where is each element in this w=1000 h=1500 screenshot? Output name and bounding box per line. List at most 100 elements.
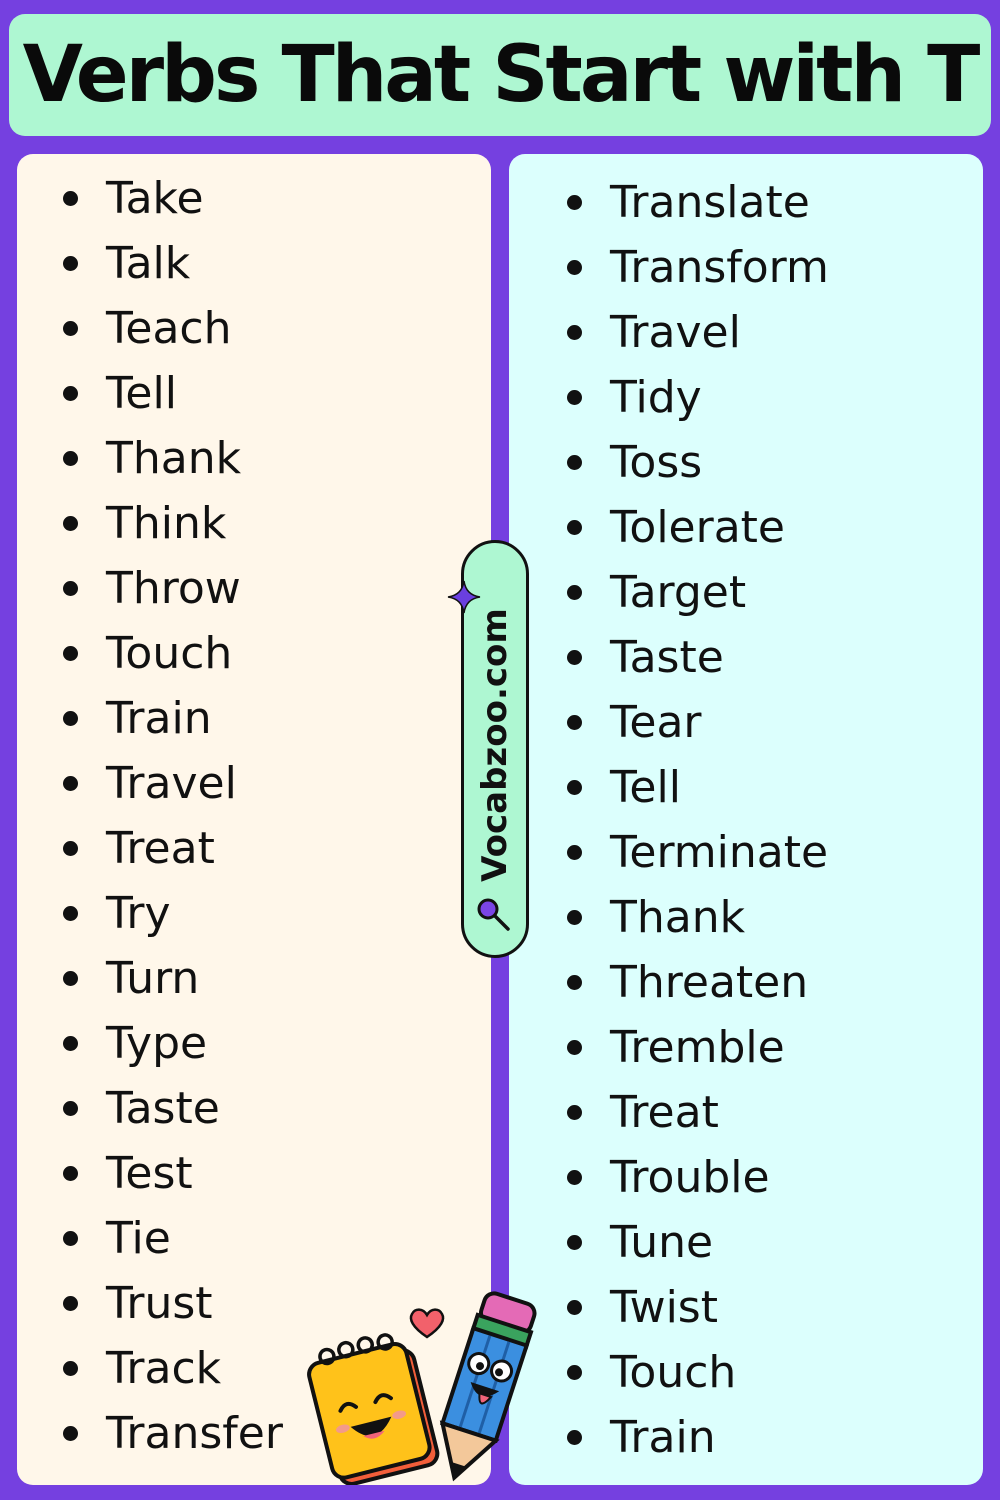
word-label: Turn (106, 953, 200, 1004)
bullet-icon (63, 646, 78, 661)
bullet-icon (567, 1430, 582, 1445)
word-label: Tear (610, 697, 702, 748)
list-item: Tolerate (567, 495, 829, 560)
word-label: Train (106, 693, 212, 744)
word-label: Talk (106, 238, 191, 289)
bullet-icon (63, 1036, 78, 1051)
bullet-icon (63, 1101, 78, 1116)
list-item: Thank (63, 426, 283, 491)
word-label: Tolerate (610, 502, 785, 553)
word-label: Target (610, 567, 747, 618)
word-label: Travel (610, 307, 741, 358)
title-banner: Verbs That Start with T (9, 14, 991, 136)
list-item: Travel (567, 300, 829, 365)
bullet-icon (567, 780, 582, 795)
bullet-icon (63, 321, 78, 336)
word-label: Track (106, 1343, 222, 1394)
bullet-icon (63, 256, 78, 271)
list-item: Throw (63, 556, 283, 621)
left-word-panel (17, 154, 491, 1485)
list-item: Taste (567, 625, 829, 690)
word-label: Transform (610, 242, 829, 293)
page-title: Verbs That Start with T (22, 30, 981, 120)
pencil-mascot-icon (439, 1291, 537, 1482)
word-label: Thank (610, 892, 746, 943)
bullet-icon (567, 975, 582, 990)
bullet-icon (567, 845, 582, 860)
word-label: Test (106, 1148, 193, 1199)
list-item: Taste (63, 1076, 283, 1141)
list-item: Transfer (63, 1401, 283, 1466)
word-label: Thank (106, 433, 242, 484)
word-label: Twist (610, 1282, 718, 1333)
list-item: Thank (567, 885, 829, 950)
bullet-icon (567, 1105, 582, 1120)
list-item: Teach (63, 296, 283, 361)
word-label: Think (106, 498, 227, 549)
list-item: Travel (63, 751, 283, 816)
bullet-icon (567, 195, 582, 210)
list-item: Target (567, 560, 829, 625)
bullet-icon (567, 260, 582, 275)
list-item: Trust (63, 1271, 283, 1336)
word-label: Treat (610, 1087, 719, 1138)
word-label: Try (106, 888, 171, 939)
bullet-icon (567, 1040, 582, 1055)
bullet-icon (63, 841, 78, 856)
list-item: Think (63, 491, 283, 556)
list-item: Touch (567, 1340, 829, 1405)
word-label: Taste (610, 632, 724, 683)
word-label: Tremble (610, 1022, 785, 1073)
word-label: Terminate (610, 827, 829, 878)
watermark-badge: Vocabzoo.com (461, 540, 529, 958)
sparkle-icon (447, 580, 481, 614)
word-label: Tell (610, 762, 681, 813)
bullet-icon (567, 1235, 582, 1250)
list-item: Train (567, 1405, 829, 1470)
word-label: Treat (106, 823, 215, 874)
list-item: Twist (567, 1275, 829, 1340)
list-item: Terminate (567, 820, 829, 885)
bullet-icon (63, 906, 78, 921)
search-icon (477, 898, 510, 931)
bullet-icon (567, 1300, 582, 1315)
list-item: Tremble (567, 1015, 829, 1080)
list-item: Transform (567, 235, 829, 300)
word-label: Teach (106, 303, 232, 354)
list-item: Tell (567, 755, 829, 820)
list-item: Tune (567, 1210, 829, 1275)
list-item: Threaten (567, 950, 829, 1015)
list-item: Touch (63, 621, 283, 686)
bullet-icon (63, 581, 78, 596)
word-label: Travel (106, 758, 237, 809)
bullet-icon (63, 776, 78, 791)
bullet-icon (567, 715, 582, 730)
word-label: Tidy (610, 372, 702, 423)
word-label: Threaten (610, 957, 809, 1008)
word-label: Touch (106, 628, 233, 679)
list-item: Tell (63, 361, 283, 426)
list-item: Try (63, 881, 283, 946)
bullet-icon (567, 325, 582, 340)
word-label: Transfer (106, 1408, 283, 1459)
word-label: Trust (106, 1278, 213, 1329)
list-item: Translate (567, 170, 829, 235)
bullet-icon (63, 191, 78, 206)
list-item: Tie (63, 1206, 283, 1271)
list-item: Tear (567, 690, 829, 755)
word-label: Taste (106, 1083, 220, 1134)
word-label: Translate (610, 177, 810, 228)
list-item: Take (63, 166, 283, 231)
bullet-icon (567, 650, 582, 665)
bullet-icon (567, 1365, 582, 1380)
word-label: Throw (106, 563, 241, 614)
word-label: Touch (610, 1347, 737, 1398)
list-item: Treat (63, 816, 283, 881)
word-label: Type (106, 1018, 208, 1069)
bullet-icon (63, 451, 78, 466)
word-label: Toss (610, 437, 703, 488)
list-item: Train (63, 686, 283, 751)
list-item: Toss (567, 430, 829, 495)
bullet-icon (63, 1426, 78, 1441)
